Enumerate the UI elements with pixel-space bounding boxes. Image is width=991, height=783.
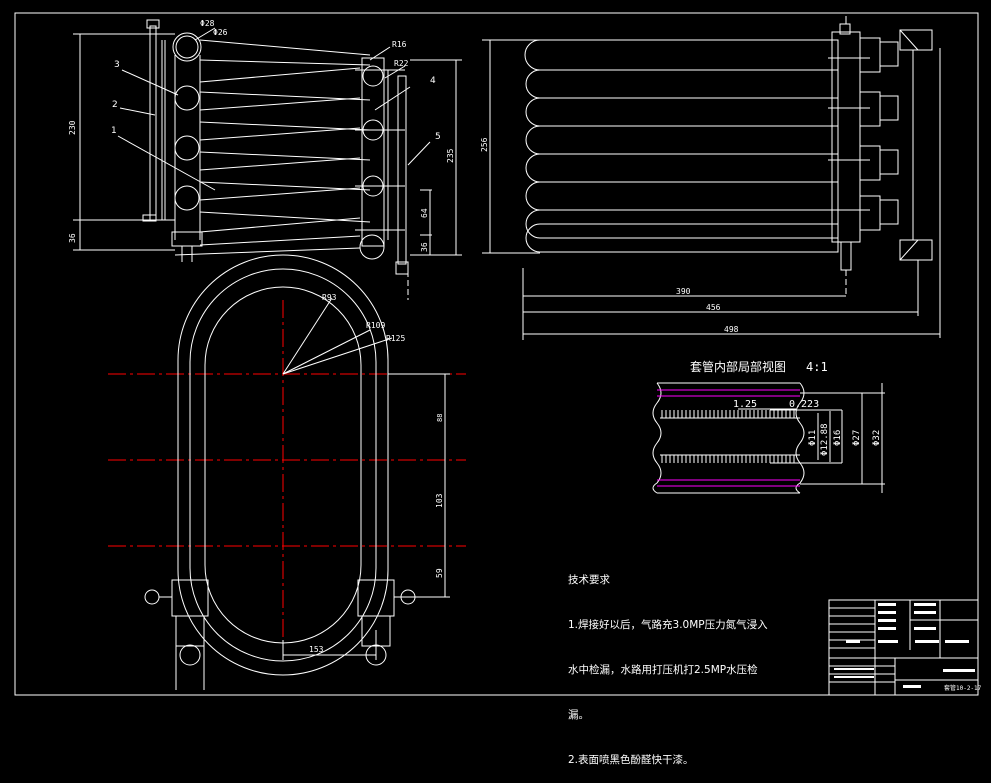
part-label-4: 4 bbox=[430, 76, 436, 86]
dim-153: 153 bbox=[309, 645, 324, 654]
dim-r22: R22 bbox=[394, 59, 409, 68]
left-view-labels: 3 2 1 4 5 Φ28 Φ26 R16 R22 230 36 235 64 … bbox=[68, 19, 455, 252]
tech-req-line-4: 2.表面喷黑色酚醛快干漆。 bbox=[568, 754, 694, 766]
dim-64: 64 bbox=[420, 208, 429, 218]
part-label-2: 2 bbox=[112, 100, 118, 110]
tech-req-line-1: 1.焊接好以后，气路充3.0MP压力氮气浸入 bbox=[568, 619, 768, 631]
tech-req-line-2: 水中检漏，水路用打压机打2.5MP水压检 bbox=[568, 664, 758, 676]
dim-r16: R16 bbox=[392, 40, 407, 49]
dim-d16: Φ16 bbox=[833, 430, 843, 446]
dim-88: 88 bbox=[436, 414, 444, 422]
part-label-3: 3 bbox=[114, 60, 120, 70]
dim-r109: R109 bbox=[366, 321, 385, 330]
front-view-labels: 256 390 456 498 bbox=[480, 137, 739, 334]
fin-teeth-top bbox=[661, 410, 795, 418]
title-block-fill bbox=[834, 603, 975, 688]
fin-teeth-bottom bbox=[661, 455, 795, 463]
dim-235: 235 bbox=[446, 148, 455, 163]
bottom-view bbox=[108, 254, 466, 690]
dim-r125: R125 bbox=[386, 334, 405, 343]
detail-view-labels: 1.25 0.223 Φ11 Φ12.88 Φ16 Φ27 Φ32 bbox=[733, 399, 882, 456]
detail-scale: 4:1 bbox=[806, 360, 828, 374]
dim-36: 36 bbox=[68, 233, 77, 243]
title-block bbox=[828, 599, 979, 696]
dim-d27: Φ27 bbox=[852, 430, 862, 446]
dim-d26: Φ26 bbox=[213, 28, 228, 37]
tech-req-line-3: 漏。 bbox=[568, 709, 589, 721]
tech-requirements: 技术要求 1.焊接好以后，气路充3.0MP压力氮气浸入 水中检漏，水路用打压机打… bbox=[568, 543, 768, 783]
dim-fin: 0.223 bbox=[789, 399, 819, 410]
dim-d12: Φ12.88 bbox=[820, 423, 830, 456]
tech-req-heading: 技术要求 bbox=[568, 574, 610, 586]
part-label-1: 1 bbox=[111, 126, 117, 136]
detail-title: 套管内部局部视图 bbox=[690, 359, 786, 374]
detail-view bbox=[652, 382, 885, 494]
dim-390: 390 bbox=[676, 287, 691, 296]
part-label-5: 5 bbox=[435, 132, 441, 142]
dim-256: 256 bbox=[480, 137, 489, 152]
dim-230: 230 bbox=[68, 120, 77, 135]
dim-r93: R93 bbox=[322, 293, 337, 302]
dim-pitch: 1.25 bbox=[733, 399, 757, 410]
dim-103: 103 bbox=[435, 493, 444, 508]
sheet-border bbox=[14, 12, 979, 696]
dim-d32: Φ32 bbox=[872, 430, 882, 446]
cad-drawing: 3 2 1 4 5 Φ28 Φ26 R16 R22 230 36 235 64 … bbox=[14, 12, 982, 696]
dim-456: 456 bbox=[706, 303, 721, 312]
dim-36b: 36 bbox=[420, 242, 429, 252]
dim-d11: Φ11 bbox=[808, 430, 818, 446]
dim-d28: Φ28 bbox=[200, 19, 215, 28]
dim-498: 498 bbox=[724, 325, 739, 334]
dim-59: 59 bbox=[435, 568, 444, 578]
front-view bbox=[482, 16, 941, 340]
bottom-view-labels: R93 R109 R125 88 103 59 153 bbox=[309, 293, 444, 654]
title-block-date-code: 套管10-2-17 bbox=[944, 684, 982, 692]
left-view bbox=[73, 19, 462, 300]
